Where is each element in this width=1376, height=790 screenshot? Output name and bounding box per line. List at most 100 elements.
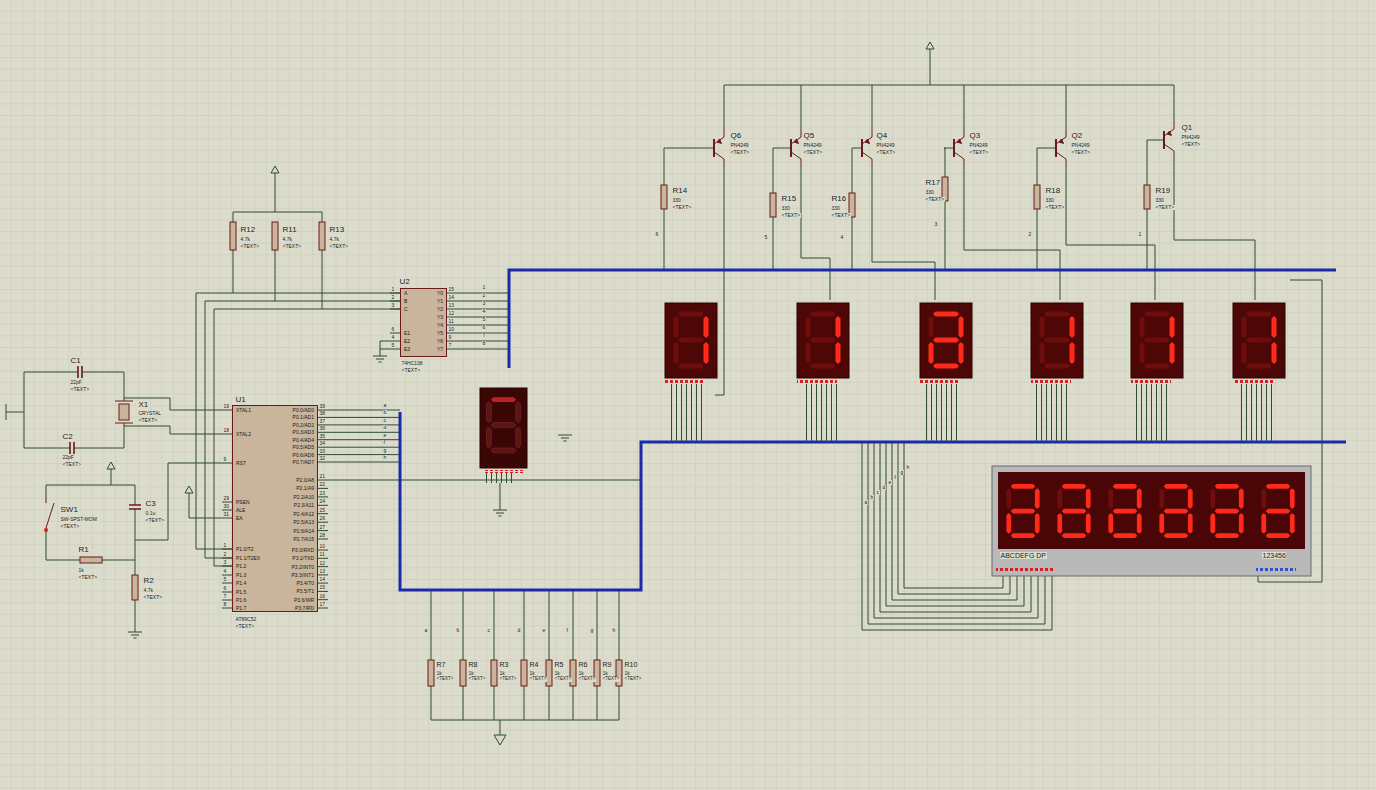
seven-segment-display: [1036, 384, 1071, 442]
resistor-symbol: [594, 660, 600, 686]
part-value: 1k: [499, 671, 505, 676]
net-label: f: [894, 475, 896, 480]
part-ref: U1: [235, 396, 246, 404]
part-text: <TEXT>: [554, 677, 572, 682]
ic-chip: U2A1B2C3E16E24E35Y015Y114Y213Y312Y411Y51…: [400, 288, 447, 357]
resistor-symbol: [491, 660, 497, 686]
pin-name: Y2: [437, 307, 443, 312]
part-ref: R6: [578, 661, 588, 668]
net-label: c: [876, 490, 880, 495]
part-ref: R3: [499, 661, 509, 668]
pin-name: P2.3/A11: [294, 503, 314, 508]
pin-number: 19: [223, 404, 230, 409]
pin-header: 123456: [1262, 552, 1286, 559]
part-ref: SW1: [60, 506, 78, 514]
ground-symbol: [128, 632, 142, 638]
part-ref: Q4: [876, 132, 888, 140]
pin-name: E3: [404, 347, 410, 352]
seven-segment-display: [670, 384, 705, 442]
transistor-symbol: [781, 130, 801, 166]
six-digit-display: [998, 472, 1305, 549]
pin-number: 33: [319, 449, 326, 454]
part-value: CRYSTAL: [138, 411, 162, 416]
seven-segment-display: [797, 303, 849, 378]
pin-name: B: [404, 299, 407, 304]
pin-header: ABCDEFG DP: [1000, 552, 1047, 559]
pin-number: 16: [319, 594, 326, 599]
pin-number: 32: [319, 456, 326, 461]
seven-segment-display: [674, 312, 709, 369]
wire: [222, 410, 232, 608]
pin-number: 34: [319, 441, 326, 446]
seven-segment-display: [929, 312, 964, 369]
pin-name: P2.4/A12: [293, 512, 314, 517]
wire: [724, 56, 1174, 130]
resistor-symbol: [661, 185, 667, 209]
pin-name: Y3: [437, 315, 443, 320]
part-ref: R1: [78, 546, 89, 554]
part-text: <TEXT>: [672, 205, 692, 210]
seven-segment-display: [925, 384, 960, 442]
pin-number: 6: [391, 327, 395, 332]
part-ref: U2: [399, 278, 410, 286]
six-digit-display: [1057, 484, 1090, 538]
net-label: 8: [482, 341, 486, 346]
pin-number: 7: [223, 594, 227, 599]
part-text: <TEXT>: [145, 518, 165, 523]
part-ref: Q2: [1071, 132, 1083, 140]
net-label: 4: [482, 309, 486, 314]
pin-name: Y6: [437, 339, 443, 344]
pin-number: 2: [223, 552, 227, 557]
part-value: 330: [925, 190, 934, 195]
pin-number: 18: [223, 428, 230, 433]
six-digit-display: [992, 466, 1311, 576]
wire: [431, 686, 619, 735]
part-ref: R10: [624, 661, 638, 668]
part-ref: R16: [831, 195, 847, 203]
net-label: h: [612, 628, 616, 633]
part-type: 74HC138: [401, 361, 423, 366]
transistor-symbol: [944, 130, 964, 166]
pin-number: 3: [391, 303, 395, 308]
part-value: 1k: [602, 671, 608, 676]
crystal-symbol: [115, 398, 133, 426]
part-text: <TEXT>: [831, 213, 851, 218]
part-ref: R19: [1155, 187, 1171, 195]
part-text: <TEXT>: [401, 368, 421, 373]
wire: [500, 280, 1322, 582]
pin-number: 1: [223, 543, 227, 548]
part-value: PN4249: [730, 143, 749, 148]
part-value: 4.7k: [143, 588, 153, 593]
power-symbol: [185, 486, 193, 500]
pin-name: P1.7: [236, 606, 246, 611]
part-value: PN4249: [876, 143, 895, 148]
pin-name: P2.6/A14: [293, 529, 314, 534]
seven-segment-display: [480, 388, 527, 468]
six-digit-display: [1006, 484, 1039, 538]
part-ref: Q3: [969, 132, 981, 140]
pin-number: 15: [448, 287, 455, 292]
part-text: <TEXT>: [529, 677, 547, 682]
resistor-symbol: [428, 660, 434, 686]
six-digit-display: [1108, 484, 1141, 538]
part-value: SW-SPST-MOM: [60, 517, 97, 522]
part-value: 1k: [578, 671, 584, 676]
pin-name: ALE: [236, 508, 245, 513]
net-label: c: [487, 628, 491, 633]
capacitor-symbol: [70, 366, 141, 509]
pin-number: 12: [448, 311, 455, 316]
net-label: b: [870, 495, 874, 500]
power-symbol: [271, 166, 279, 180]
pin-number: 10: [319, 544, 326, 549]
part-value: 1k: [624, 671, 630, 676]
seven-segment-display: [1031, 303, 1083, 378]
pin-name: P0.4/AD4: [293, 438, 314, 443]
pin-name: P3.7/RD: [295, 606, 314, 611]
net-label: d: [383, 425, 387, 430]
part-value: 330: [1045, 198, 1054, 203]
part-text: <TEXT>: [803, 150, 823, 155]
part-text: <TEXT>: [70, 387, 90, 392]
pin-name: P3.2/INT0: [291, 565, 314, 570]
resistor-symbol: [616, 660, 622, 686]
part-value: 330: [672, 198, 681, 203]
